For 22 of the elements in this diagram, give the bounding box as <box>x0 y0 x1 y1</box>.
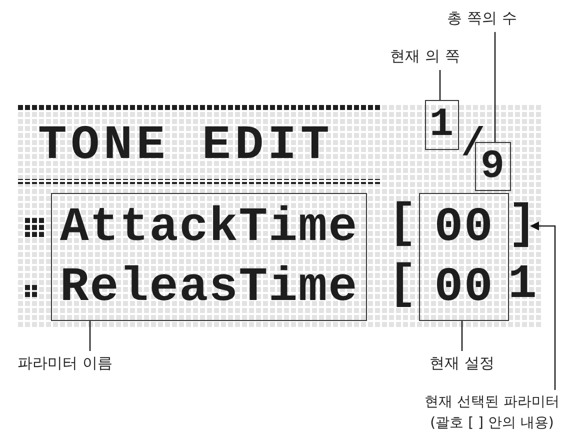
lcd-text: 00 <box>433 260 495 317</box>
annotation-text: 총 쪽의 수 <box>446 8 518 29</box>
leader-line <box>439 70 441 100</box>
lcd-text: 1 <box>508 261 537 309</box>
lcd-bracket: ] <box>508 200 530 250</box>
annotation-text: 파라미터 이름 <box>16 353 114 374</box>
highlight-frame <box>419 193 509 321</box>
highlight-frame <box>51 193 367 321</box>
lcd-text: ReleasTime <box>58 260 360 317</box>
lcd-text: 1 <box>428 103 456 149</box>
leader-line <box>89 321 91 351</box>
arrow <box>530 221 556 390</box>
leader-line <box>461 321 463 351</box>
lcd-bracket: [ <box>388 200 417 248</box>
annotation-text: 현재 선택된 파라미터 (괄호 [ ] 안의 내용) <box>424 393 560 433</box>
lcd-text: 00 <box>433 200 495 257</box>
lcd-bracket: [ <box>388 261 417 309</box>
annotation-text: 현재 설정 <box>428 353 496 374</box>
lcd-title: TONE EDIT <box>38 122 334 170</box>
leader-line <box>494 32 496 142</box>
lcd-text: AttackTime <box>58 200 360 257</box>
annotation-text: 현재 의 쪽 <box>389 46 461 67</box>
